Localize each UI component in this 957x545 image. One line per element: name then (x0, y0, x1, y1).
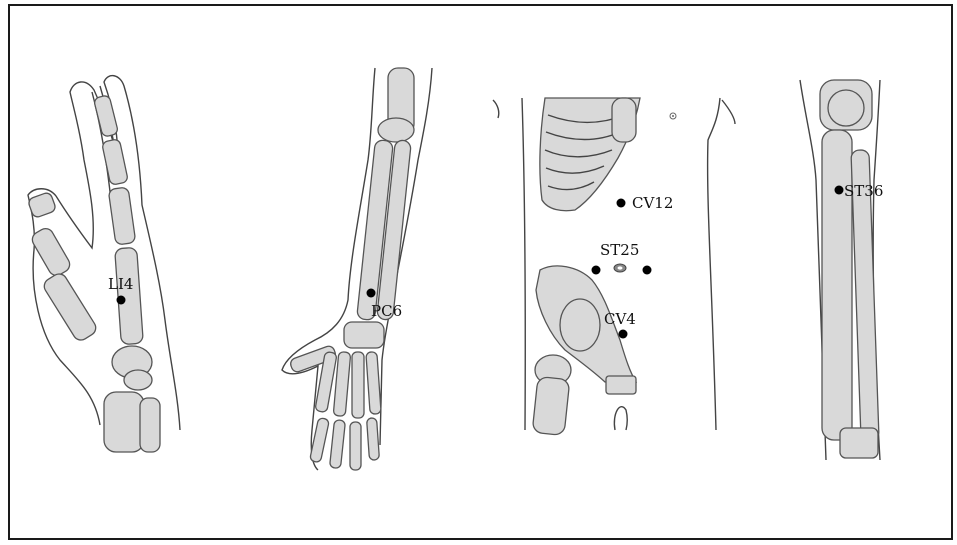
leg-illustration (800, 80, 880, 460)
cv4-label: CV4 (604, 310, 636, 328)
st36-point-marker (835, 186, 844, 195)
pc6-point-marker (367, 289, 376, 298)
cv4-point-marker (619, 330, 628, 339)
cv12-point-marker (617, 199, 626, 208)
forearm-illustration (282, 68, 432, 470)
st36-label: ST36 (844, 182, 883, 200)
hand-illustration (27, 76, 180, 452)
pc6-label: PC6 (371, 302, 402, 320)
li4-point-marker (117, 296, 126, 305)
st25-right-point-marker (643, 266, 652, 275)
st25-left-point-marker (592, 266, 601, 275)
cv12-label: CV12 (632, 194, 673, 212)
li4-label: LI4 (108, 275, 133, 293)
torso-illustration (493, 98, 735, 436)
st25-label: ST25 (600, 241, 639, 259)
